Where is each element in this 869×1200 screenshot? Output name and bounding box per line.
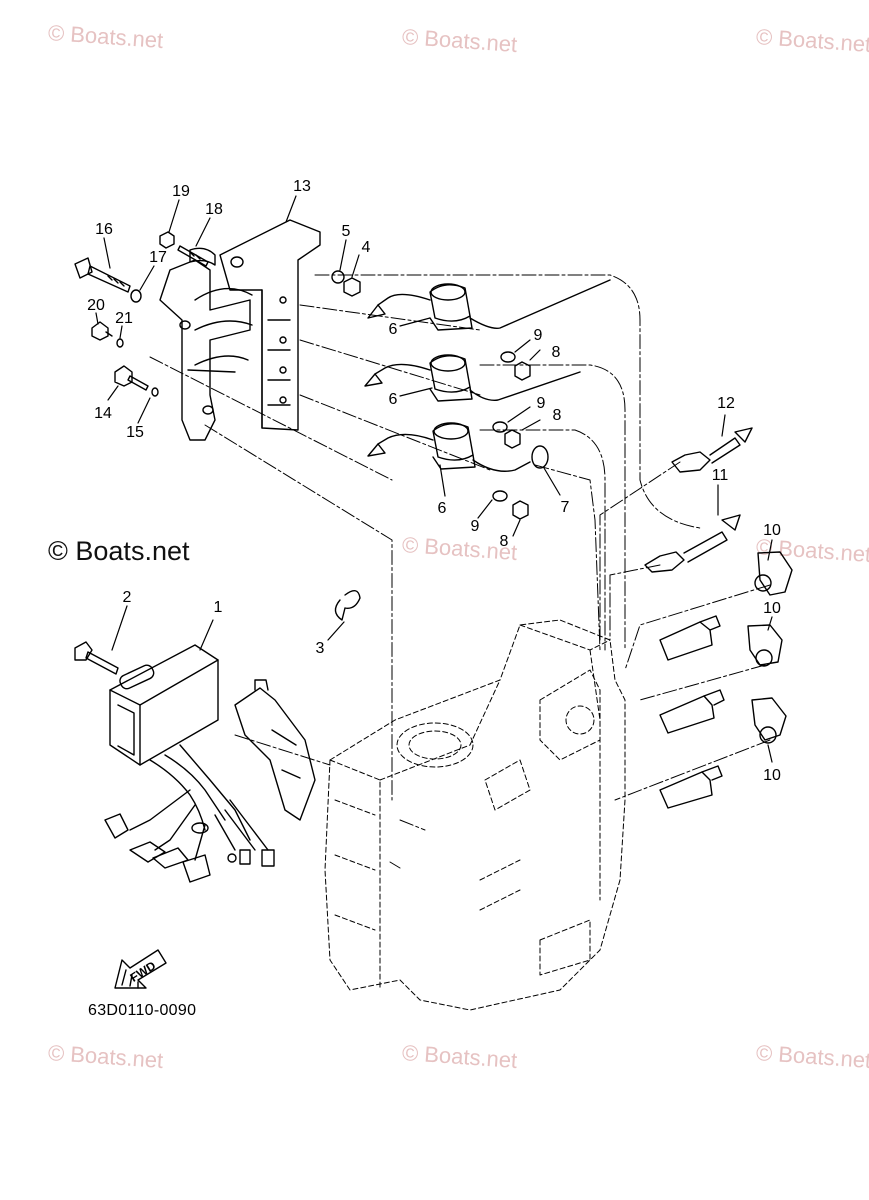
callout-6c: 6 <box>438 500 447 517</box>
callout-8c: 8 <box>500 533 509 550</box>
callout-19: 19 <box>172 183 190 200</box>
callout-1: 1 <box>214 599 223 616</box>
brand-label: © Boats.net <box>48 536 190 566</box>
power-head <box>324 619 626 1011</box>
callout-16: 16 <box>95 221 113 238</box>
coil-holder <box>159 259 253 441</box>
grommet <box>531 445 549 469</box>
callout-2: 2 <box>123 589 132 606</box>
callout-10c: 10 <box>763 767 781 784</box>
callout-10a: 10 <box>763 522 781 539</box>
plug-cap-2 <box>747 624 783 667</box>
fasteners-upper <box>74 231 361 397</box>
plug-cap-1 <box>754 551 793 596</box>
callout-15: 15 <box>126 424 144 441</box>
fwd-label: FWD <box>128 958 159 985</box>
callout-14: 14 <box>94 405 112 422</box>
callout-7: 7 <box>561 499 570 516</box>
fwd-arrow-icon <box>114 949 167 989</box>
ignition-bracket <box>189 219 321 431</box>
callout-12: 12 <box>717 395 735 412</box>
callout-21: 21 <box>115 310 133 327</box>
callout-5: 5 <box>342 223 351 240</box>
sensor-lead-12 <box>671 427 753 473</box>
cdi-unit <box>74 641 219 766</box>
callout-4: 4 <box>362 239 371 256</box>
clip <box>334 590 361 621</box>
wire-harness <box>104 744 275 883</box>
callout-numbers: 1 2 3 4 5 6 6 6 7 8 8 8 9 9 9 10 10 10 1… <box>87 178 781 985</box>
spark-plugs <box>659 615 725 809</box>
plug-cap-3 <box>751 697 787 744</box>
callout-9b: 9 <box>537 395 546 412</box>
diagram-code: 63D0110-0090 <box>88 1002 197 1019</box>
callout-10b: 10 <box>763 600 781 617</box>
leader-lines <box>95 195 773 763</box>
callout-18: 18 <box>205 201 223 218</box>
pulser-bracket <box>234 679 316 821</box>
callout-17: 17 <box>149 249 167 266</box>
callout-6b: 6 <box>389 391 398 408</box>
callout-20: 20 <box>87 297 105 314</box>
guide-lines <box>149 274 771 869</box>
callout-9a: 9 <box>534 327 543 344</box>
ignition-coil-3 <box>367 422 531 472</box>
callout-13: 13 <box>293 178 311 195</box>
callout-9c: 9 <box>471 518 480 535</box>
callout-8a: 8 <box>552 344 561 361</box>
callout-11: 11 <box>712 467 729 484</box>
ignition-coil-1 <box>367 279 611 331</box>
coil-fasteners <box>492 351 531 520</box>
callout-8b: 8 <box>553 407 562 424</box>
ignition-coil-2 <box>364 354 581 402</box>
sensor-lead-11 <box>644 514 741 573</box>
callout-3: 3 <box>316 640 325 657</box>
callout-6a: 6 <box>389 321 398 338</box>
